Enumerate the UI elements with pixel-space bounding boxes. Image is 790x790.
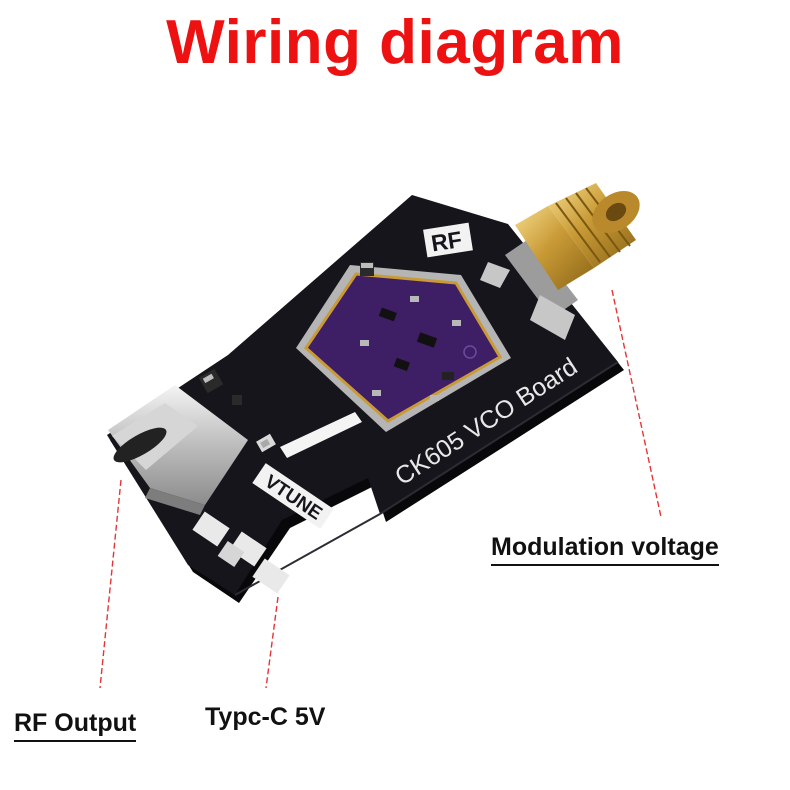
leader-lines bbox=[99, 289, 662, 689]
leader-line-typec bbox=[265, 596, 279, 689]
leader-line-rf-output bbox=[99, 479, 122, 689]
modulation-voltage-label: Modulation voltage bbox=[491, 535, 719, 566]
smd-components bbox=[198, 262, 374, 453]
rf-output-label: RF Output bbox=[14, 711, 137, 742]
vco-module bbox=[296, 265, 511, 432]
board-slot bbox=[280, 412, 362, 458]
rf-marking: RF bbox=[423, 222, 473, 258]
typec-power-label: Typc-C 5V bbox=[205, 703, 326, 731]
solder-pads bbox=[192, 511, 290, 594]
leader-line-modulation bbox=[611, 289, 662, 518]
usb-typec-connector bbox=[108, 385, 248, 515]
rf-marking-text: RF bbox=[429, 226, 463, 256]
sma-connector bbox=[480, 183, 640, 340]
diagram-title: Wiring diagram bbox=[166, 8, 624, 77]
